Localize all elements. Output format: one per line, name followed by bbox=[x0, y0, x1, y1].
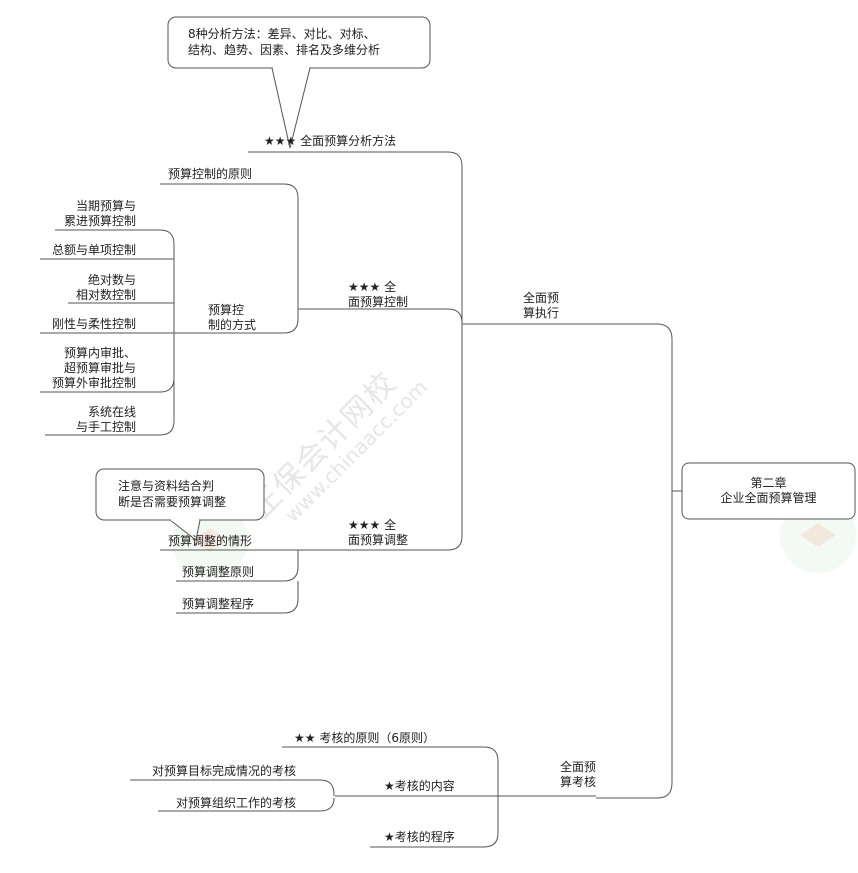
callout-methods-line1: 8种分析方法：差异、对比、对标、 bbox=[188, 27, 376, 41]
control-label: ★★★ 全 面预算控制 bbox=[348, 280, 409, 309]
assessment-content-item-1: 对预算目标完成情况的考核 bbox=[151, 764, 296, 778]
assessment-principle: ★★ 考核的原则（6原则） bbox=[294, 731, 435, 745]
adjustment-item-2: 预算调整原则 bbox=[182, 565, 255, 579]
execution-label: 全面预 算执行 bbox=[522, 291, 559, 320]
adjustment-label: ★★★ 全 面预算调整 bbox=[348, 518, 409, 547]
callout-adjust-line2: 断是否需要预算调整 bbox=[118, 495, 227, 509]
callout-adjust-line1: 注意与资料结合判 bbox=[118, 479, 215, 493]
adjustment-item-3: 预算调整程序 bbox=[182, 597, 255, 611]
control-method-6: 系统在线 与手工控制 bbox=[75, 405, 136, 434]
control-method-4: 刚性与柔性控制 bbox=[51, 317, 136, 331]
analysis-methods: ★★★ 全面预算分析方法 bbox=[264, 134, 397, 148]
root-title: 第二章 企业全面预算管理 bbox=[720, 476, 817, 505]
callout-methods-line2: 结构、趋势、因素、排名及多维分析 bbox=[188, 43, 381, 57]
adjustment-item-1: 预算调整的情形 bbox=[168, 534, 253, 548]
control-principle: 预算控制的原则 bbox=[168, 167, 253, 181]
assessment-label: 全面预 算考核 bbox=[559, 760, 596, 789]
control-method-5: 预算内审批、 超预算审批与 预算外审批控制 bbox=[51, 346, 136, 390]
assessment-content: ★考核的内容 bbox=[384, 779, 455, 793]
assessment-content-item-2: 对预算组织工作的考核 bbox=[175, 796, 296, 810]
control-method-3: 绝对数与 相对数控制 bbox=[75, 273, 136, 302]
assessment-procedure: ★考核的程序 bbox=[384, 830, 455, 844]
control-method-2: 总额与单项控制 bbox=[51, 243, 136, 257]
control-methods-label: 预算控 制的方式 bbox=[208, 303, 257, 332]
control-method-1: 当期预算与 累进预算控制 bbox=[63, 199, 136, 228]
